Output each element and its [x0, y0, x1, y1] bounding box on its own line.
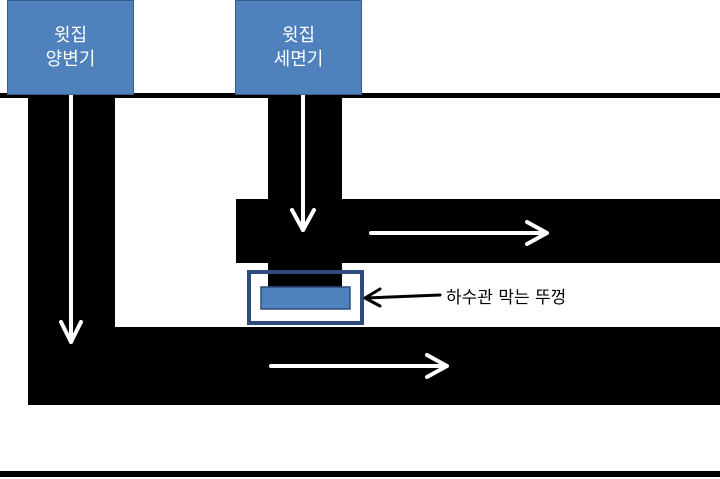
upstairs-sink-label-line1: 윗집: [281, 24, 316, 46]
upper-flow-right-arrowhead: [525, 220, 549, 246]
upstairs-sink-box: 윗집 세면기: [235, 0, 362, 95]
sink-flow-down-arrowhead: [290, 208, 316, 232]
floor-line: [0, 471, 720, 477]
callout-arrowhead-icon: [363, 287, 382, 308]
drain-cap-callout-label: 하수관 막는 뚜껑: [446, 288, 567, 308]
urinal-flow-down-arrowhead: [59, 320, 83, 344]
cap-pipe-stub: [268, 263, 342, 287]
drain-cap: [260, 286, 351, 310]
callout-arrow: [364, 293, 442, 300]
upstairs-urinal-label-line2: 양변기: [45, 48, 96, 70]
upstairs-urinal-label-line1: 윗집: [53, 24, 88, 46]
lower-flow-right-arrowhead: [425, 353, 449, 379]
cap-highlight-frame: [247, 270, 364, 325]
upstairs-sink-label-line2: 세면기: [273, 48, 324, 70]
upstairs-urinal-box: 윗집 양변기: [7, 0, 134, 95]
ceiling-line: [0, 93, 720, 98]
